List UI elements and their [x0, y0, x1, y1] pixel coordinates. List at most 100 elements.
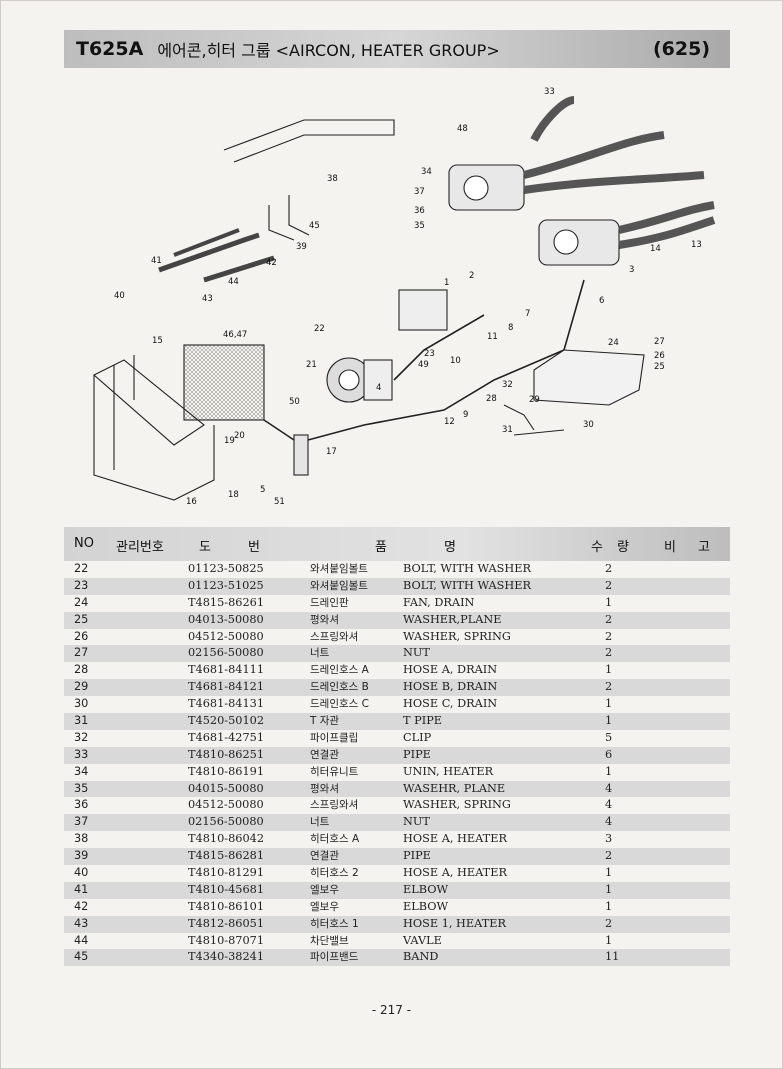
row-part-number: T4810-87071	[188, 933, 265, 947]
callout: 15	[152, 336, 163, 346]
row-no: 31	[74, 714, 89, 728]
row-part-number: T4810-45681	[188, 882, 265, 896]
row-korean-name: 파이프밴드	[310, 951, 359, 964]
callout: 9	[463, 410, 468, 420]
callout: 31	[502, 425, 513, 435]
row-quantity: 4	[605, 815, 613, 829]
callout: 20	[234, 431, 245, 441]
callout: 1	[444, 278, 449, 288]
condenser-15	[183, 344, 265, 421]
row-no: 26	[74, 629, 89, 643]
row-part-number: 04013-50080	[188, 612, 264, 626]
table-row: 33 T4810-86251 연결관 PIPE 6	[64, 746, 730, 764]
row-quantity: 1	[605, 899, 613, 913]
callout: 16	[186, 497, 197, 507]
row-no: 34	[74, 764, 89, 778]
callout: 19	[224, 436, 235, 446]
callout: 12	[444, 417, 455, 427]
row-no: 24	[74, 595, 89, 609]
row-no: 23	[74, 578, 89, 592]
row-korean-name: 히터호스 2	[310, 867, 359, 880]
table-row: 30 T4681-84131 드레인호스 C HOSE C, DRAIN 1	[64, 696, 730, 713]
row-korean-name: 스프링와셔	[310, 630, 359, 643]
callout: 10	[450, 356, 461, 366]
row-no: 39	[74, 849, 89, 863]
col-header-qty-b: 량	[617, 540, 629, 555]
control-box-1	[398, 289, 448, 331]
table-row: 37 02156-50080 너트 NUT 4	[64, 814, 730, 832]
callout: 34	[421, 167, 432, 177]
callout: 6	[599, 296, 604, 306]
row-english-name: VAVLE	[403, 933, 442, 947]
row-korean-name: 평와셔	[310, 782, 339, 795]
table-row: 42 T4810-86101 엘보우 ELBOW 1	[64, 899, 730, 916]
row-quantity: 2	[605, 578, 613, 592]
row-part-number: 04015-50080	[188, 781, 264, 795]
callout: 45	[309, 221, 320, 231]
row-english-name: NUT	[403, 815, 430, 829]
table-row: 44 T4810-87071 차단밸브 VAVLE 1	[64, 933, 730, 950]
callout: 32	[502, 380, 513, 390]
row-no: 30	[74, 697, 89, 711]
group-code: (625)	[652, 38, 710, 60]
row-korean-name: 드레인호스 B	[310, 681, 369, 694]
row-quantity: 1	[605, 663, 613, 677]
row-english-name: PIPE	[403, 849, 431, 863]
row-part-number: 04512-50080	[188, 629, 264, 643]
row-quantity: 6	[605, 747, 613, 761]
row-part-number: T4812-86051	[188, 916, 265, 930]
row-quantity: 11	[605, 950, 620, 964]
callout: 33	[544, 87, 555, 97]
col-header-remark-a: 비	[664, 540, 676, 555]
table-row: 29 T4681-84121 드레인호스 B HOSE B, DRAIN 2	[64, 679, 730, 697]
callout: 30	[583, 420, 594, 430]
row-english-name: BOLT, WITH WASHER	[403, 578, 532, 592]
row-no: 27	[74, 646, 89, 660]
row-korean-name: 엘보우	[310, 900, 339, 913]
callout: 51	[274, 497, 285, 507]
row-part-number: T4681-84111	[188, 663, 265, 677]
callout: 18	[228, 490, 239, 500]
title-bar: T625A 에어콘,히터 그룹 <AIRCON, HEATER GROUP> (…	[64, 30, 730, 68]
table-row: 27 02156-50080 너트 NUT 2	[64, 645, 730, 663]
callout: 50	[289, 397, 300, 407]
row-english-name: CLIP	[403, 730, 432, 744]
row-no: 29	[74, 680, 89, 694]
row-quantity: 1	[605, 882, 613, 896]
row-korean-name: 드레인호스 A	[310, 664, 369, 677]
row-quantity: 3	[605, 832, 613, 846]
parts-diagram: 1 2 3 4 5 6 7 8 9 10 11 12 13 14 15 16 1…	[64, 80, 730, 520]
table-row: 24 T4815-86261 드레인판 FAN, DRAIN 1	[64, 595, 730, 612]
callout: 46,47	[223, 330, 247, 340]
col-header-mgmt: 관리번호	[116, 540, 164, 555]
row-english-name: FAN, DRAIN	[403, 595, 475, 609]
row-quantity: 1	[605, 933, 613, 947]
callout: 36	[414, 206, 425, 216]
callout: 24	[608, 338, 619, 348]
heater-hose-43	[158, 232, 260, 273]
row-english-name: PIPE	[403, 747, 431, 761]
row-english-name: WASHER, SPRING	[403, 629, 511, 643]
row-part-number: 04512-50080	[188, 798, 264, 812]
callout: 22	[314, 324, 325, 334]
row-part-number: T4815-86281	[188, 849, 265, 863]
row-part-number: 02156-50080	[188, 646, 264, 660]
heater-hose-38	[223, 119, 395, 163]
row-quantity: 1	[605, 764, 613, 778]
row-quantity: 2	[605, 562, 613, 575]
row-korean-name: 너트	[310, 647, 330, 660]
row-quantity: 2	[605, 612, 613, 626]
row-part-number: T4340-38241	[188, 950, 265, 964]
row-english-name: T PIPE	[403, 714, 443, 728]
row-no: 41	[74, 882, 89, 896]
col-header-number: 번	[248, 540, 260, 555]
row-quantity: 2	[605, 680, 613, 694]
callout: 27	[654, 337, 665, 347]
row-quantity: 5	[605, 730, 613, 744]
table-row: 22 01123-50825 와셔붙임볼트 BOLT, WITH WASHER …	[64, 561, 730, 578]
row-english-name: BOLT, WITH WASHER	[403, 562, 532, 575]
row-no: 33	[74, 747, 89, 761]
callout: 42	[266, 258, 277, 268]
row-english-name: BAND	[403, 950, 439, 964]
row-korean-name: 스프링와셔	[310, 799, 359, 812]
